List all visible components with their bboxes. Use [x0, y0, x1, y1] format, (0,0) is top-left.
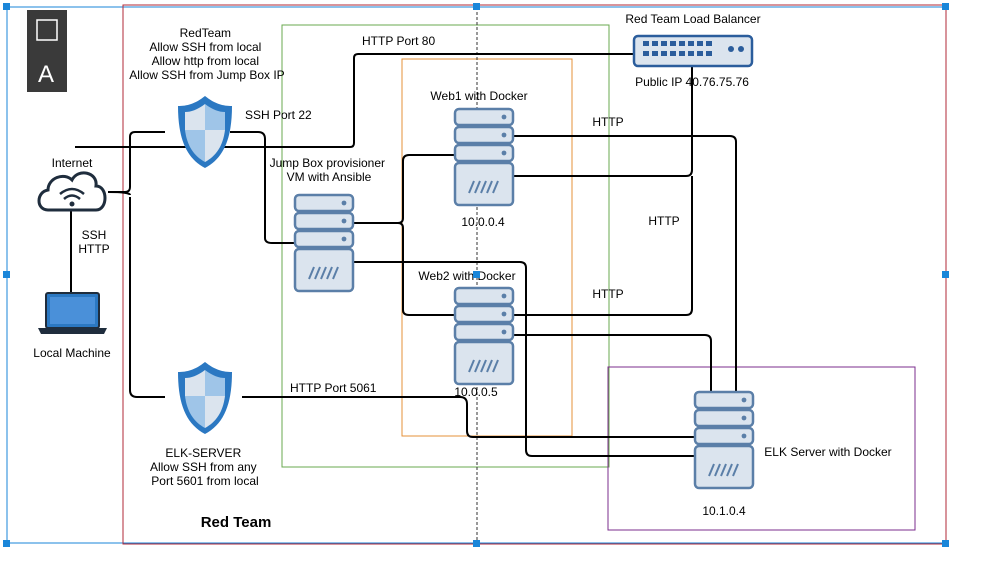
shape-toolbar: A: [27, 10, 67, 92]
load-balancer-ip-label: Public IP 40.76.75.76: [635, 75, 749, 89]
resize-handle[interactable]: [3, 540, 10, 547]
http-port-80-label: HTTP Port 80: [362, 34, 435, 48]
web1-server-icon[interactable]: [453, 107, 515, 207]
resize-handle[interactable]: [473, 540, 480, 547]
jumpbox-server-icon[interactable]: [293, 193, 355, 293]
internet-cloud-icon[interactable]: [37, 171, 107, 212]
elk-firewall-line: ELK-SERVER: [165, 446, 241, 460]
internet-link-label-http: HTTP: [78, 242, 109, 256]
elk-group[interactable]: [607, 366, 916, 531]
jumpbox-label-line: VM with Ansible: [287, 170, 372, 184]
http-web1-label: HTTP: [592, 115, 623, 129]
internet-link-label-ssh: SSH: [82, 228, 107, 242]
web1-label: Web1 with Docker: [430, 89, 527, 103]
elk-server-ip-label: 10.1.0.4: [702, 504, 746, 518]
red-team-group-title: Red Team: [201, 514, 272, 531]
web2-server-icon[interactable]: [453, 286, 515, 386]
web2-ip-label: 10.0.0.5: [454, 385, 498, 399]
local-machine-label: Local Machine: [33, 346, 111, 360]
elk-server-icon[interactable]: [693, 390, 755, 490]
resize-handle[interactable]: [3, 271, 10, 278]
redteam-firewall-line: Allow SSH from local: [149, 40, 261, 54]
http-web2-label: HTTP: [592, 287, 623, 301]
elk-firewall-label: ELK-SERVER Allow SSH from any Port 5601 …: [150, 446, 260, 488]
selection-handles[interactable]: [3, 3, 949, 547]
ssh-port-22-label: SSH Port 22: [245, 108, 312, 122]
text-tool-icon[interactable]: A: [38, 61, 54, 88]
redteam-firewall-line: Allow SSH from Jump Box IP: [129, 68, 284, 82]
load-balancer-label: Red Team Load Balancer: [625, 12, 760, 26]
redteam-firewall-label: RedTeam Allow SSH from local Allow http …: [129, 26, 284, 82]
elk-firewall-shield-icon[interactable]: [178, 362, 232, 434]
redteam-firewall-line: Allow http from local: [152, 54, 259, 68]
jumpbox-label-line: Jump Box provisioner: [270, 156, 385, 170]
elk-firewall-line: Port 5601 from local: [151, 474, 258, 488]
resize-handle[interactable]: [942, 3, 949, 10]
http-port-5061-label: HTTP Port 5061: [290, 381, 377, 395]
jumpbox-label: Jump Box provisioner VM with Ansible: [270, 156, 389, 184]
elk-firewall-line: Allow SSH from any: [150, 460, 257, 474]
resize-handle[interactable]: [473, 3, 480, 10]
text-tool-glyph: A: [38, 61, 54, 88]
resize-handle[interactable]: [473, 271, 480, 278]
load-balancer-switch-icon[interactable]: [632, 34, 754, 68]
redteam-firewall-shield-icon[interactable]: [178, 96, 232, 168]
rectangle-tool-icon[interactable]: [36, 19, 58, 41]
web2-label: Web2 with Docker: [418, 269, 515, 283]
elk-server-label: ELK Server with Docker: [764, 445, 891, 459]
connectors: [70, 53, 737, 457]
redteam-firewall-line: RedTeam: [180, 26, 231, 40]
resize-handle[interactable]: [942, 540, 949, 547]
internet-label: Internet: [52, 156, 93, 170]
resize-handle[interactable]: [3, 3, 10, 10]
ansible-group[interactable]: [281, 24, 610, 468]
laptop-icon[interactable]: [38, 292, 107, 334]
web1-ip-label: 10.0.0.4: [461, 215, 505, 229]
http-lb-label: HTTP: [648, 214, 679, 228]
resize-handle[interactable]: [942, 271, 949, 278]
